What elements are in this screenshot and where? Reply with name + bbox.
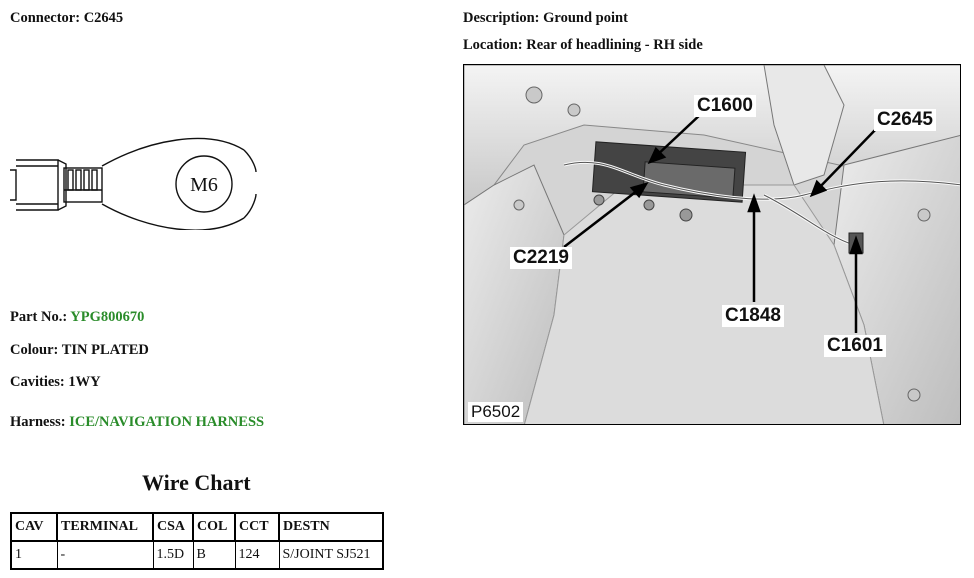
description-value: Ground point bbox=[543, 10, 628, 26]
wire-chart-header-row: CAV TERMINAL CSA COL CCT DESTN bbox=[10, 512, 384, 542]
description-label: Description: bbox=[463, 10, 540, 26]
cell-csa: 1.5D bbox=[152, 540, 194, 570]
callout-c2219: C2219 bbox=[510, 247, 572, 269]
location-label: Location: bbox=[463, 37, 523, 53]
part-no-value: YPG800670 bbox=[70, 309, 145, 325]
header-col: COL bbox=[192, 512, 236, 542]
wire-chart-title: Wire Chart bbox=[142, 470, 251, 495]
header-cct: CCT bbox=[234, 512, 280, 542]
cell-col: B bbox=[192, 540, 236, 570]
stud-size-label: M6 bbox=[190, 174, 218, 196]
callout-c1601: C1601 bbox=[824, 335, 886, 357]
callout-c2645: C2645 bbox=[874, 109, 936, 131]
part-no-line: Part No.: YPG800670 bbox=[10, 309, 144, 326]
part-no-label: Part No.: bbox=[10, 309, 68, 325]
header-destn: DESTN bbox=[278, 512, 384, 542]
cell-terminal: - bbox=[56, 540, 154, 570]
figure-reference: P6502 bbox=[468, 402, 524, 422]
location-line: Location: Rear of headlining - RH side bbox=[463, 37, 703, 54]
vehicle-structure-illustration bbox=[464, 65, 960, 424]
callout-c1848: C1848 bbox=[722, 305, 784, 327]
cavities-label: Cavities: bbox=[10, 374, 65, 390]
connector-label: Connector: bbox=[10, 10, 81, 26]
cell-destn: S/JOINT SJ521 bbox=[278, 540, 384, 570]
colour-label: Colour: bbox=[10, 342, 59, 358]
harness-label: Harness: bbox=[10, 414, 66, 430]
cell-cct: 124 bbox=[234, 540, 280, 570]
ring-terminal-diagram: M6 bbox=[10, 137, 257, 230]
table-row: 1 - 1.5D B 124 S/JOINT SJ521 bbox=[10, 540, 384, 570]
connector-value: C2645 bbox=[83, 10, 124, 26]
location-photo: C1600 C2645 C2219 C1848 C1601 P6502 bbox=[463, 64, 961, 425]
connector-line: Connector: C2645 bbox=[10, 10, 123, 27]
cavities-value: 1WY bbox=[68, 374, 101, 390]
cell-cav: 1 bbox=[10, 540, 58, 570]
header-cav: CAV bbox=[10, 512, 58, 542]
callout-c1600: C1600 bbox=[694, 95, 756, 117]
header-csa: CSA bbox=[152, 512, 194, 542]
cavities-line: Cavities: 1WY bbox=[10, 374, 101, 391]
location-value: Rear of headlining - RH side bbox=[526, 37, 703, 53]
description-line: Description: Ground point bbox=[463, 10, 628, 27]
wire-chart-table: CAV TERMINAL CSA COL CCT DESTN 1 - 1.5D … bbox=[10, 512, 384, 570]
header-terminal: TERMINAL bbox=[56, 512, 154, 542]
colour-value: TIN PLATED bbox=[61, 342, 149, 358]
colour-line: Colour: TIN PLATED bbox=[10, 342, 149, 359]
harness-line: Harness: ICE/NAVIGATION HARNESS bbox=[10, 414, 264, 431]
harness-value: ICE/NAVIGATION HARNESS bbox=[69, 414, 265, 430]
